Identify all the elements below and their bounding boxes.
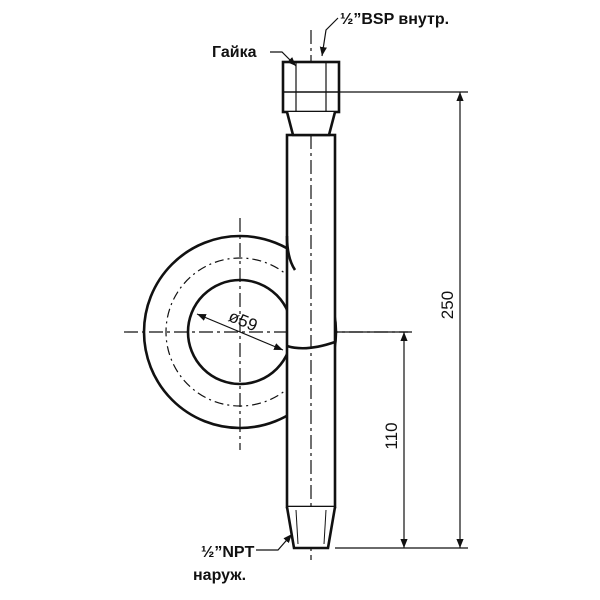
npt-thread-line-left: [295, 509, 299, 545]
nut-leader: [270, 51, 297, 67]
coil-joint-lower: [286, 340, 336, 350]
nut-label: Гайка: [212, 44, 257, 61]
nut-body: [281, 60, 341, 114]
nut-neck: [285, 111, 337, 137]
diameter-label: ø59: [226, 307, 260, 336]
center-height-label: 110: [382, 422, 401, 449]
npt-leader: [256, 533, 293, 551]
bsp-thread-label: ½”BSP внутр.: [340, 11, 449, 28]
npt-taper-outline: [285, 506, 337, 550]
npt-outer-label: наруж.: [193, 567, 246, 584]
extension-lines: [335, 91, 468, 549]
center-lines: [124, 30, 408, 560]
overall-height-label: 250: [438, 291, 457, 319]
coil-tube-joint: [285, 235, 336, 350]
coil-joint-upper: [285, 235, 297, 271]
diameter-dimension-line: [196, 313, 284, 351]
nut: [281, 60, 341, 137]
npt-thread-end: [285, 506, 337, 550]
npt-thread-label: ½”NPT: [201, 544, 255, 561]
bsp-leader: [319, 17, 339, 57]
npt-thread-line-right: [323, 509, 327, 545]
